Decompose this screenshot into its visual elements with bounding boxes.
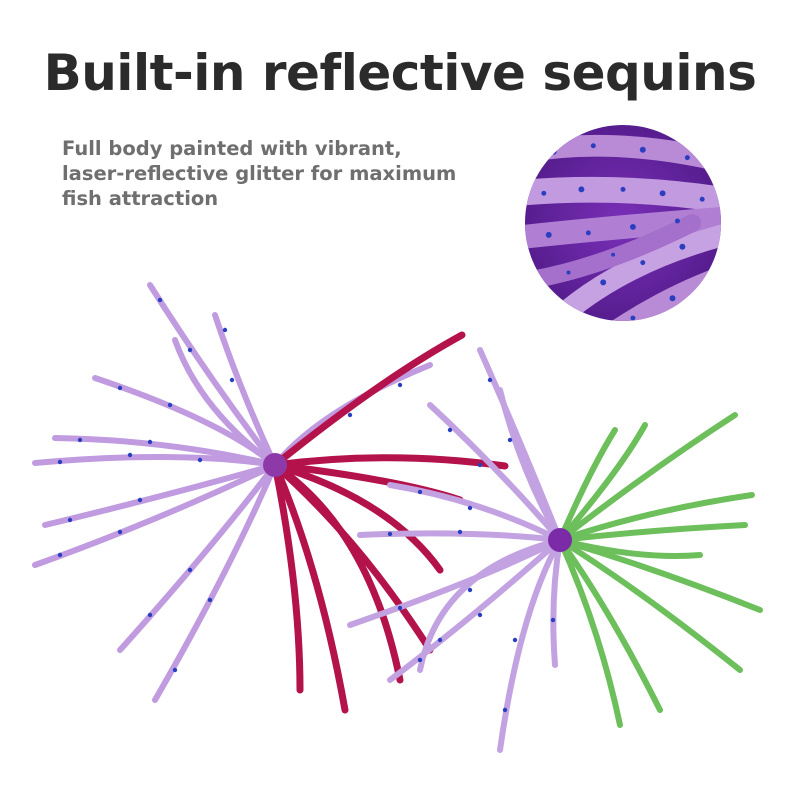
description-line-1: Full body painted with vibrant, bbox=[62, 137, 402, 160]
description-line-2: laser-reflective glitter for maximum bbox=[62, 162, 457, 185]
zoom-inset bbox=[524, 124, 722, 322]
headline: Built-in reflective sequins bbox=[43, 44, 757, 102]
left-skirt bbox=[32, 282, 509, 714]
right-skirt bbox=[347, 347, 763, 753]
description: Full body painted with vibrant, laser-re… bbox=[62, 136, 502, 211]
product-photo-skirts bbox=[32, 282, 763, 753]
description-line-3: fish attraction bbox=[62, 187, 219, 210]
